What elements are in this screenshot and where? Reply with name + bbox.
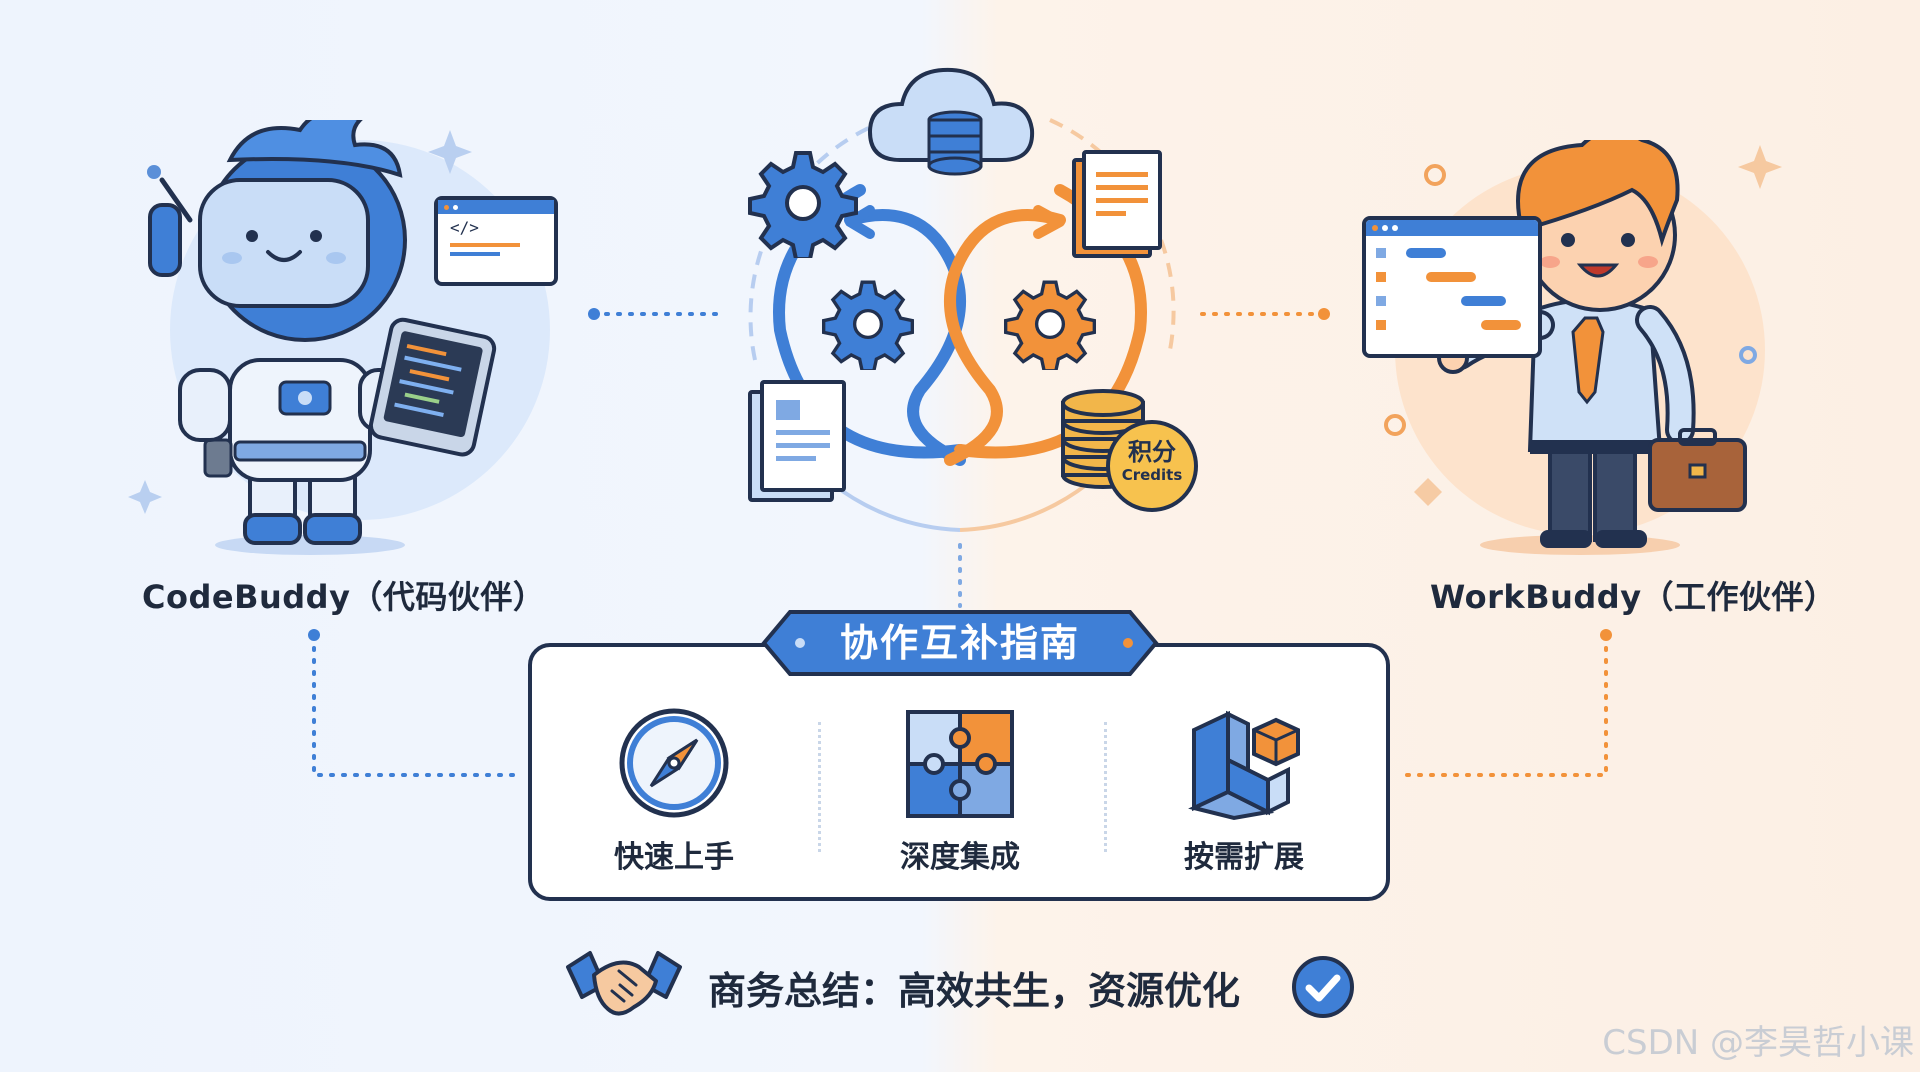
document-icon	[1072, 150, 1164, 260]
code-tag: </>	[450, 218, 479, 237]
divider	[1104, 722, 1107, 852]
codebuddy-label: CodeBuddy（代码伙伴）	[142, 578, 546, 616]
check-circle-icon	[1292, 956, 1354, 1018]
gear-icon	[822, 280, 914, 370]
feature-label: 快速上手	[614, 840, 734, 875]
summary-text: 商务总结：高效共生，资源优化	[708, 969, 1241, 1013]
document-icon	[748, 380, 848, 504]
handshake-icon	[566, 951, 682, 1016]
workbuddy-label: WorkBuddy（工作伙伴）	[1430, 578, 1837, 616]
gantt-chart-window	[1362, 216, 1542, 358]
watermark: CSDN @李昊哲小课	[1602, 1023, 1914, 1063]
feature-label: 按需扩展	[1184, 840, 1304, 875]
divider	[818, 722, 821, 852]
compass-icon	[619, 708, 729, 818]
blocks-icon	[1188, 710, 1300, 821]
guide-title: 协作互补指南	[839, 621, 1080, 665]
guide-title-banner	[761, 610, 1159, 676]
code-window-bubble: </>	[434, 196, 558, 286]
feature-label: 深度集成	[900, 840, 1020, 875]
puzzle-icon	[906, 710, 1014, 818]
gear-icon	[748, 151, 858, 258]
credits-label-cn: 积分	[1128, 438, 1176, 466]
gear-icon	[1004, 280, 1096, 370]
credits-badge: 积分 Credits	[1106, 420, 1198, 512]
credits-label-en: Credits	[1121, 466, 1183, 484]
